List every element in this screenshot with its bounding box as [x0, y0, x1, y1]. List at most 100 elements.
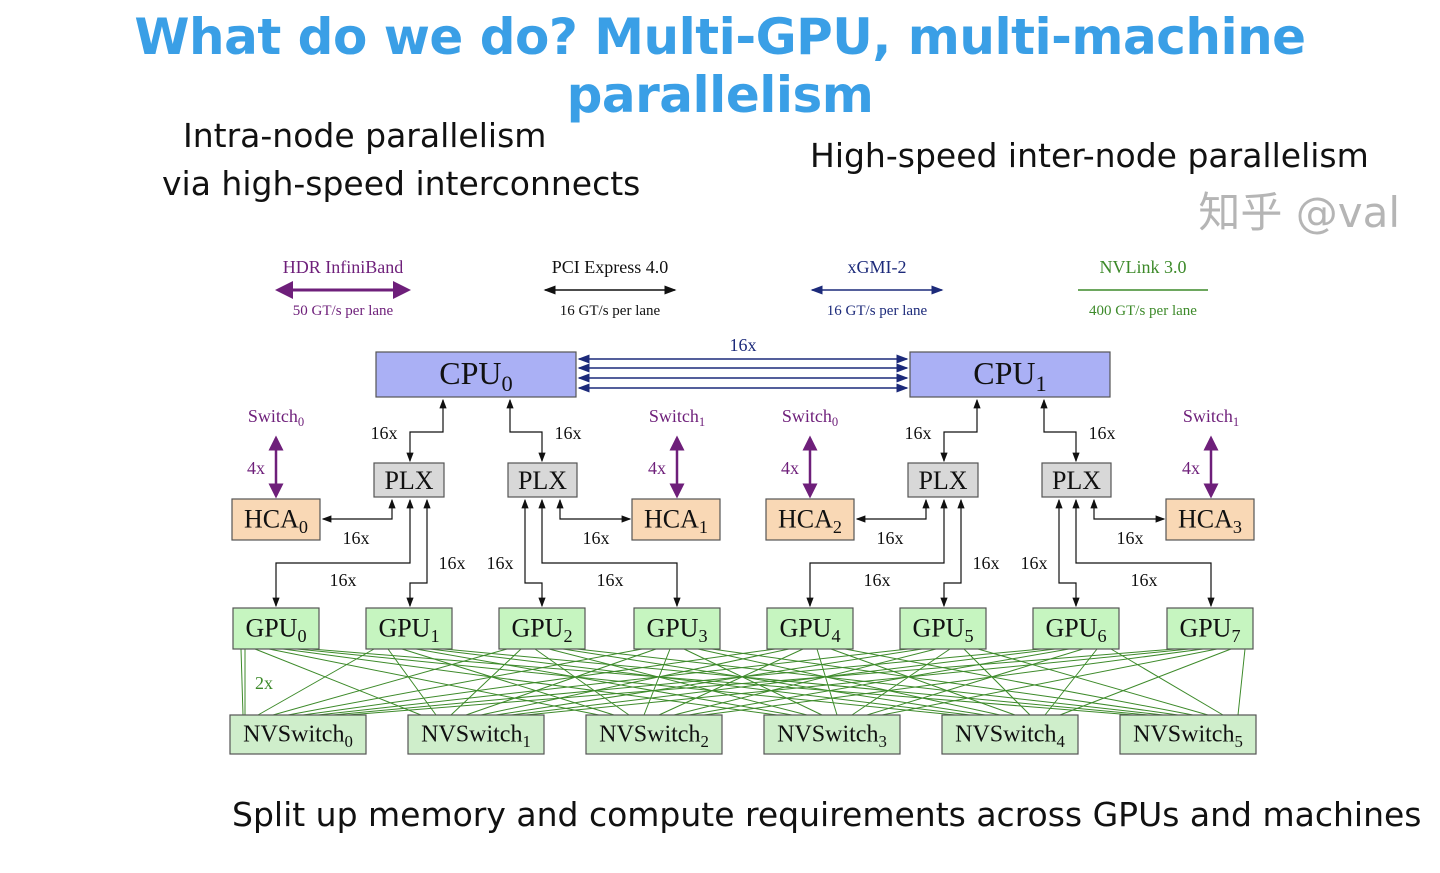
nvlink-line [387, 648, 437, 716]
nvlink-line [643, 648, 671, 716]
legend-rate-2: 16 GT/s per lane [827, 303, 928, 319]
gpu-1-label: GPU1 [378, 613, 439, 646]
nvswitch-3-label: NVSwitch3 [777, 722, 887, 751]
pcie-lanes-label: 16x [905, 423, 932, 443]
pcie-lanes-label: 16x [1089, 423, 1116, 443]
legend-rate-3: 400 GT/s per lane [1089, 303, 1197, 319]
gpu-7-box [1166, 607, 1254, 650]
nvlink-line [332, 648, 1042, 716]
pcie-plx-hca [855, 498, 930, 523]
ib-lanes-label: 4x [1182, 458, 1200, 478]
nvlink-line [296, 648, 956, 716]
cpu-1-box [909, 351, 1111, 398]
nvlink-line [673, 648, 937, 716]
nvlink-line [401, 648, 615, 716]
pcie-plx-gpu [1055, 498, 1080, 608]
gpu-2-label: GPU2 [511, 613, 572, 646]
nvswitch-2-box [585, 714, 723, 755]
pcie-lanes-label: 16x [877, 528, 904, 548]
nvlink-line [1237, 648, 1246, 716]
nvlink-line [287, 648, 643, 716]
gpu-7-label: GPU7 [1179, 613, 1240, 646]
nvlink-line [697, 648, 1001, 716]
inter-node-heading: High-speed inter-node parallelism [810, 136, 1369, 175]
pcie-plx-hca [1090, 498, 1166, 523]
nvswitch-4-label: NVSwitch4 [955, 722, 1065, 751]
nvswitch-4-box [941, 714, 1079, 755]
plx-1-label: PLX [518, 466, 567, 495]
ib-switch-1: Switch1 [649, 406, 705, 429]
nvlink-line [1110, 648, 1224, 716]
nvswitch-5-label: NVSwitch5 [1133, 722, 1243, 751]
pcie-plx-hca [556, 498, 632, 523]
gpu-0-label: GPU0 [245, 613, 306, 646]
nvlink-line [302, 648, 776, 716]
nvlink-line [240, 648, 244, 716]
slide-title: What do we do? Multi-GPU, multi-machine … [134, 8, 1306, 124]
ib-lanes-label: 4x [781, 458, 799, 478]
gpu-2-box [498, 607, 586, 650]
footer-text: Split up memory and compute requirements… [232, 795, 1422, 834]
gpu-3-label: GPU3 [646, 613, 707, 646]
ib-switch-3: Switch1 [1183, 406, 1239, 429]
nvlink-line [1044, 648, 1098, 716]
pcie-lanes-label: 16x [864, 570, 891, 590]
nvlink-line [881, 648, 1218, 716]
nvlink-line [548, 648, 808, 716]
gpu-4-label: GPU4 [779, 613, 840, 646]
nvlink-line [658, 648, 804, 716]
nvlink-line [480, 648, 790, 716]
plx-3-box [1041, 462, 1112, 498]
legend-rate-0: 50 GT/s per lane [293, 303, 394, 319]
nvlink-line [534, 648, 630, 716]
pcie-cpu-plx [940, 398, 981, 463]
hca-1-box [631, 498, 721, 541]
nvlink-line [562, 648, 986, 716]
gpu-0-box [232, 607, 320, 650]
nvlink-line [1059, 648, 1232, 716]
nvlink-line [510, 648, 1056, 716]
nvlink-line [272, 648, 508, 716]
gpu-3-box [633, 607, 721, 650]
plx-0-label: PLX [384, 466, 433, 495]
cpu-0-box [375, 351, 577, 398]
legend-name-2: xGMI-2 [848, 257, 907, 277]
pcie-cpu-plx [506, 398, 546, 463]
pcie-plx-gpu [521, 498, 546, 608]
pcie-lanes-label: 16x [1131, 570, 1158, 590]
pcie-lanes-label: 16x [555, 423, 582, 443]
pcie-lanes-label: 16x [330, 570, 357, 590]
nvswitch-2-label: NVSwitch2 [599, 722, 709, 751]
legend-rate-1: 16 GT/s per lane [560, 303, 661, 319]
nvlink-line [816, 648, 838, 716]
cpu-1-label: CPU1 [973, 355, 1046, 396]
pcie-cpu-plx [406, 398, 447, 463]
plx-0-box [373, 462, 445, 498]
ib-switch-0: Switch0 [248, 406, 304, 429]
nvswitch-0-box [229, 714, 367, 755]
xgmi-lanes-label: 16x [730, 335, 757, 355]
pcie-lanes-label: 16x [1021, 553, 1048, 573]
plx-2-box [907, 462, 979, 498]
nvlink-line [465, 648, 657, 716]
plx-1-box [507, 462, 578, 498]
nvlink-line [866, 648, 1084, 716]
nvlink-line [268, 648, 600, 716]
nvswitch-5-box [1119, 714, 1257, 755]
nvlink-line [317, 648, 909, 716]
nvswitch-1-label: NVSwitch1 [421, 722, 531, 751]
pcie-lanes-label: 16x [343, 528, 370, 548]
nvlink-line [257, 648, 375, 716]
pcie-lanes-label: 16x [973, 553, 1000, 573]
nvlink-line [310, 648, 1134, 716]
nvlink-line [254, 648, 422, 716]
pcie-lanes-label: 16x [597, 570, 624, 590]
nvlink-line [443, 648, 1149, 716]
pcie-plx-gpu [406, 498, 431, 608]
nvlink-line [703, 648, 1204, 716]
gpu-6-label: GPU6 [1045, 613, 1106, 646]
watermark: 知乎 @val [1198, 188, 1400, 237]
nvlink-line [851, 648, 951, 716]
pcie-lanes-label: 16x [487, 553, 514, 573]
